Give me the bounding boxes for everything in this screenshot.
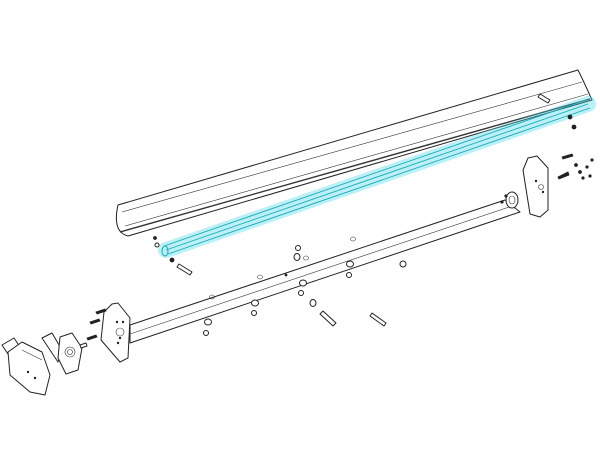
motor (1, 337, 51, 396)
right-fasteners (557, 153, 594, 180)
right-end-plate (500, 155, 549, 218)
cover-profile (115, 69, 593, 237)
tube-end-fasteners (153, 93, 577, 276)
roller-tube[interactable] (158, 96, 596, 258)
left-fasteners (86, 308, 107, 341)
left-end-plate (100, 302, 131, 363)
washers-and-nuts (203, 245, 407, 336)
frame-rail (129, 199, 521, 344)
gearbox (41, 332, 88, 375)
